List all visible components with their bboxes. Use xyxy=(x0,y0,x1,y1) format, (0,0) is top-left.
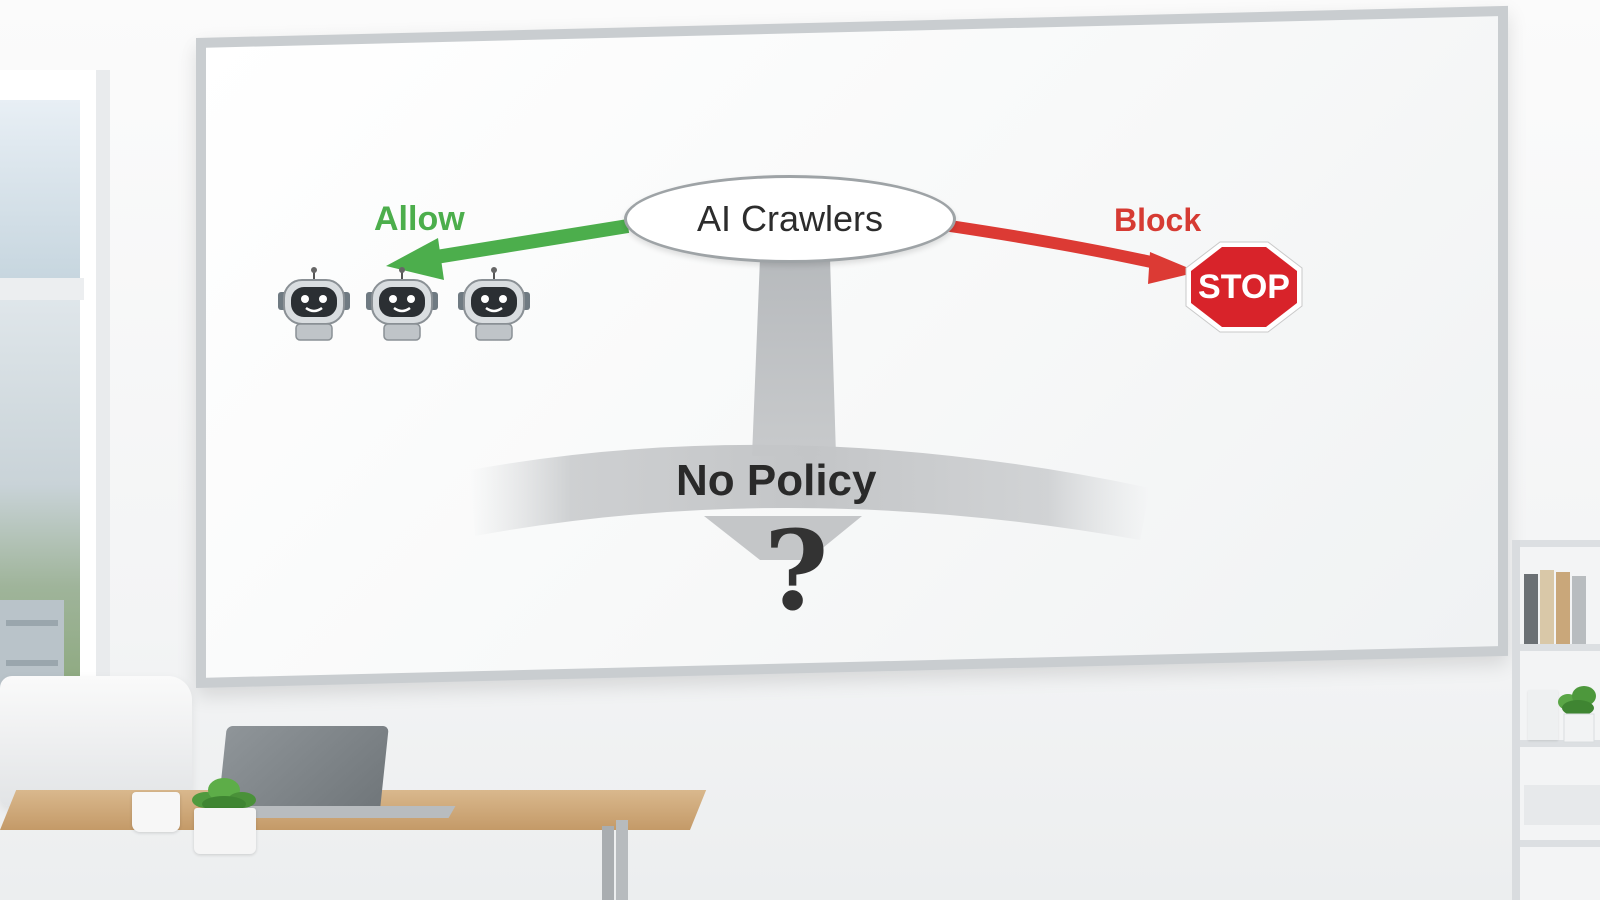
desk-leg xyxy=(602,826,614,900)
desk-leg xyxy=(616,820,628,900)
plant-icon xyxy=(1558,686,1596,743)
block-arrow xyxy=(949,220,1162,270)
book xyxy=(1540,570,1554,644)
shelf-board xyxy=(1520,740,1600,747)
books xyxy=(1524,562,1600,644)
robot-icon xyxy=(458,267,530,341)
window-pane-top xyxy=(0,100,80,278)
robot-group xyxy=(274,266,538,342)
allow-label: Allow xyxy=(374,200,465,238)
down-arrow xyxy=(704,516,862,560)
shelf-board xyxy=(1520,840,1600,847)
shelf-board xyxy=(1520,644,1600,651)
block-label: Block xyxy=(1114,202,1202,238)
window xyxy=(0,70,110,780)
book xyxy=(1572,576,1586,644)
no-policy-band xyxy=(470,444,1150,540)
stop-sign-icon: STOP xyxy=(1185,241,1303,333)
building-windows xyxy=(6,660,58,666)
question-mark: ? xyxy=(764,506,829,635)
office-chair xyxy=(0,676,192,806)
coffee-mug xyxy=(132,792,180,832)
robot-icon xyxy=(366,267,438,341)
allow-arrow xyxy=(428,219,630,265)
book xyxy=(1524,574,1538,644)
stem-arrow xyxy=(752,258,836,456)
book xyxy=(1556,572,1570,644)
block-arrowhead xyxy=(1148,252,1198,284)
robot-icon xyxy=(278,267,350,341)
ai-crawlers-node: AI Crawlers xyxy=(624,175,956,263)
building-windows xyxy=(6,620,58,626)
shelf-board xyxy=(1520,540,1600,547)
stop-sign-text: STOP xyxy=(1198,268,1290,306)
no-policy-label: No Policy xyxy=(676,456,877,505)
window-frame-bar xyxy=(0,278,84,300)
shelf-box xyxy=(1528,690,1558,740)
shelf-drawer xyxy=(1524,785,1600,825)
plant-pot xyxy=(194,808,256,854)
